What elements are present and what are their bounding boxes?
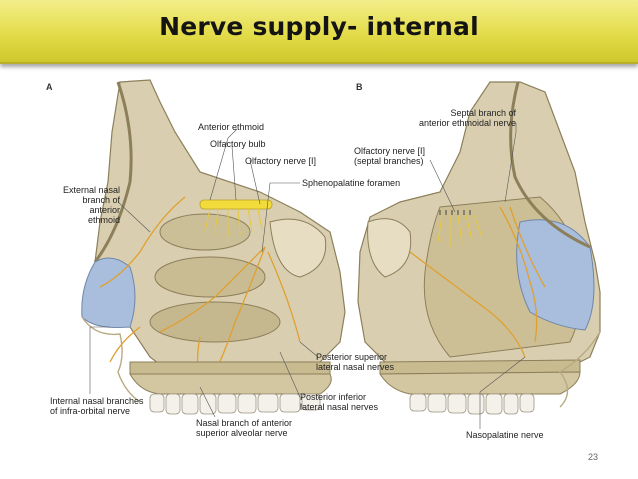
panel-b-teeth [409, 393, 535, 415]
label-septal-branch-line1: Septal branch of [450, 108, 516, 118]
label-olfactory-septal: Olfactory nerve [I] (septal branches) [354, 146, 425, 166]
label-olfactory-nerve: Olfactory nerve [I] [245, 156, 317, 166]
panel-b-nerves [409, 206, 546, 358]
label-nasopalatine: Nasopalatine nerve [466, 430, 544, 440]
label-nasal-branch-line2: superior alveolar nerve [196, 428, 288, 438]
page-number: 23 [588, 452, 599, 462]
label-posterior-superior-line1: Posterior superior [316, 352, 388, 362]
label-sphenopalatine-foramen: Sphenopalatine foramen [302, 178, 401, 188]
label-posterior-superior-line2: lateral nasal nerves [316, 362, 395, 372]
label-posterior-inferior: Posterior inferior lateral nasal nerves [300, 392, 378, 412]
label-olfactory-septal-line2: (septal branches) [354, 156, 424, 166]
panel-a-middle-turbinate [154, 256, 266, 298]
panel-a-olfactory-bulb [199, 199, 273, 210]
panel-a-illustration [81, 79, 346, 418]
panel-b-cartilage [516, 219, 595, 331]
panel-a-olfactory-fibers [204, 208, 263, 237]
label-posterior-inferior-line2: lateral nasal nerves [300, 402, 379, 412]
panel-b-cribriform [439, 210, 471, 215]
label-septal-branch-line2: anterior ethmoidal nerve [418, 118, 516, 128]
label-posterior-inferior-line1: Posterior inferior [300, 392, 367, 402]
panel-a-soft-tissue [81, 316, 141, 403]
label-nasal-branch-line1: Nasal branch of anterior [196, 418, 293, 428]
panel-a-teeth [149, 393, 321, 415]
anatomy-illustration [81, 79, 601, 429]
label-external-nasal-line3: anterior ethmoid [87, 205, 120, 225]
label-internal-nasal-line2: of infra-orbital nerve [50, 406, 131, 416]
panel-b-olfactory-fibers [437, 214, 483, 247]
label-external-nasal-line2: branch of [82, 195, 120, 205]
panel-b-soft-tissue [558, 331, 601, 408]
slide-title: Nerve supply- internal [159, 12, 479, 41]
label-internal-nasal-line1: Internal nasal branches [50, 396, 144, 406]
panel-b-leader-lines [429, 123, 526, 429]
label-internal-nasal: Internal nasal branches of infra-orbital… [50, 396, 144, 416]
label-olfactory-septal-line1: Olfactory nerve [I] [354, 146, 426, 156]
label-nasal-branch: Nasal branch of anterior superior alveol… [196, 418, 292, 438]
label-olfactory-bulb: Olfactory bulb [210, 139, 266, 149]
label-external-nasal: External nasal branch of anterior ethmoi… [58, 185, 120, 225]
panel-a-cartilage [81, 257, 136, 328]
label-anterior-ethmoid: Anterior ethmoid [198, 122, 265, 132]
label-external-nasal-line1: External nasal [62, 185, 120, 195]
panel-a-maxilla [129, 373, 332, 395]
panel-b-illustration [357, 81, 601, 429]
panel-a-sphenoid [269, 218, 327, 278]
panel-b-maxilla [379, 371, 581, 395]
panel-a-inferior-turbinate [149, 301, 281, 343]
panel-a-nasal-bone [93, 81, 133, 263]
panel-b-sphenoid [367, 218, 412, 278]
label-posterior-superior: Posterior superior lateral nasal nerves [316, 352, 394, 372]
label-septal-branch: Septal branch of anterior ethmoidal nerv… [410, 108, 516, 128]
panel-a-leader-lines [89, 128, 319, 418]
panel-a-hard-palate [129, 361, 331, 375]
anatomy-diagram: A B Anterior ethmoid Olfactory bulb Olfa… [0, 72, 638, 452]
panel-b-letter: B [356, 82, 363, 92]
panel-b-nasal-bone [509, 81, 591, 249]
panel-a-nerves [99, 196, 301, 388]
title-bar: Nerve supply- internal [0, 0, 638, 64]
panel-a-letter: A [46, 82, 53, 92]
